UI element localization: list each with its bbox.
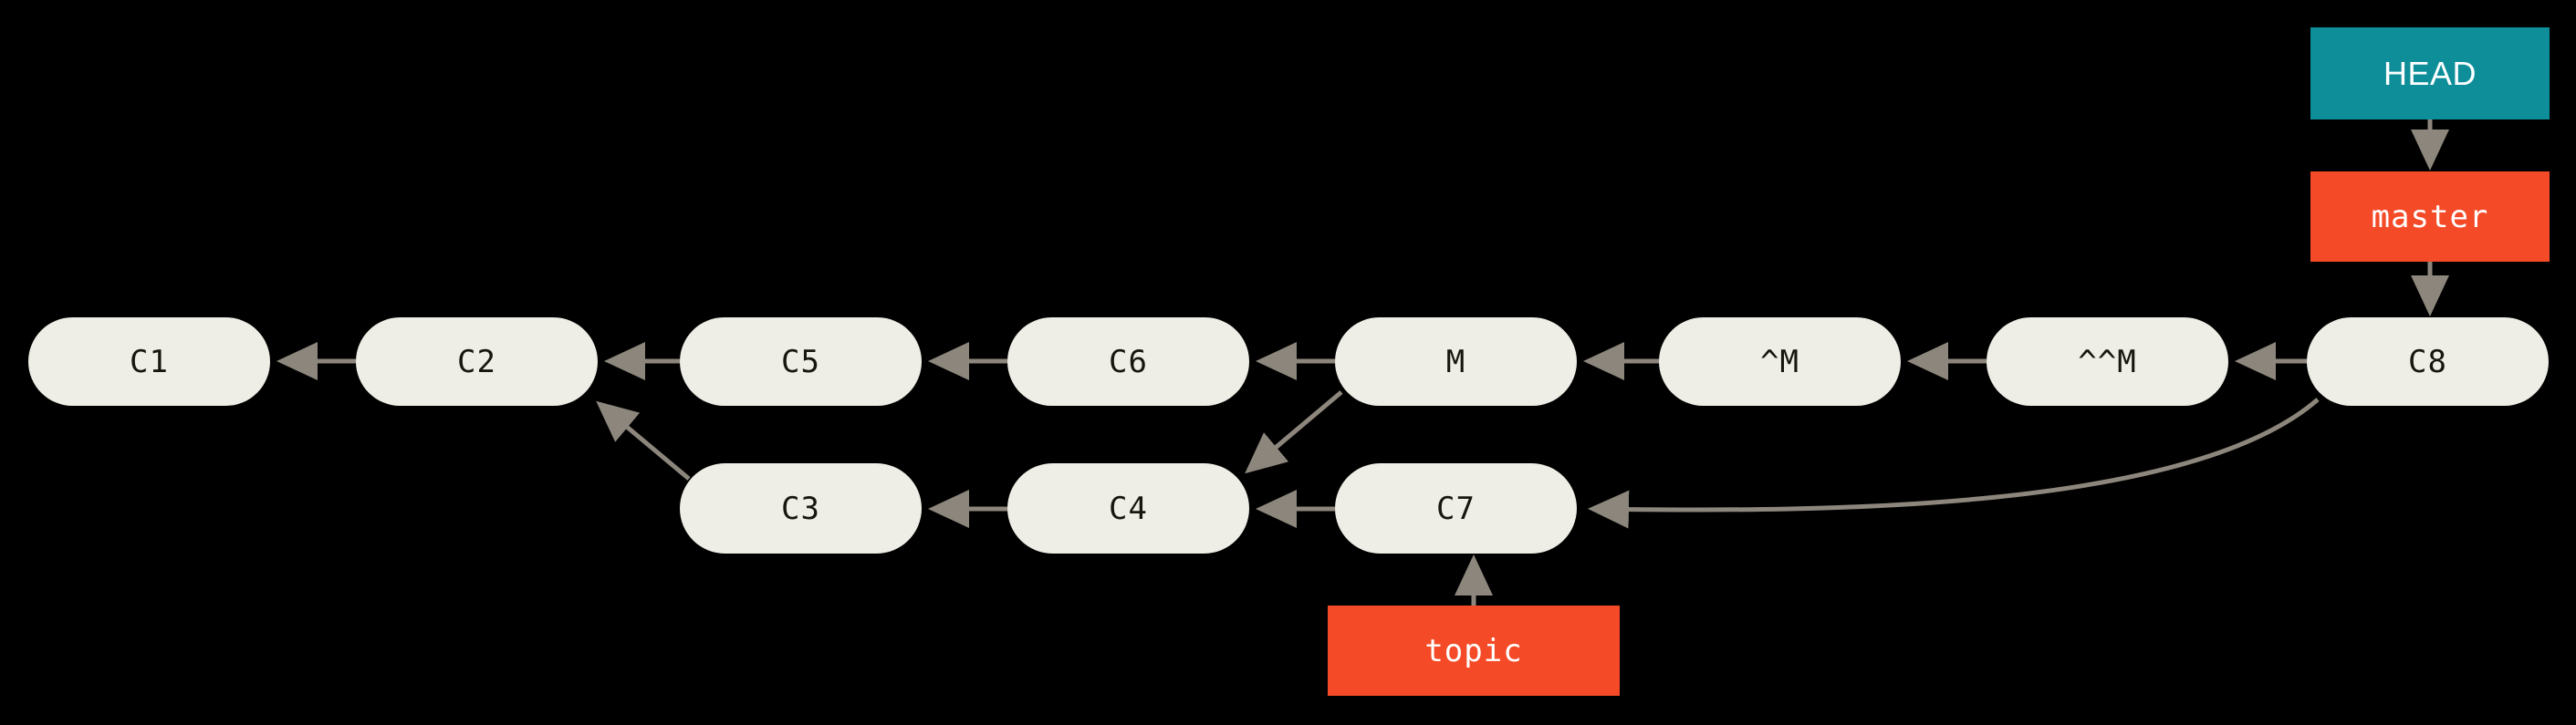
commit-node-m2[interactable]: ^^M [1987,317,2228,406]
commit-node-c6[interactable]: C6 [1007,317,1249,406]
edge-c3-to-c2 [596,400,691,481]
commit-node-c1[interactable]: C1 [28,317,270,406]
commit-node-c2[interactable]: C2 [356,317,598,406]
ref-label-topic[interactable]: topic [1328,606,1620,696]
commit-label: M [1445,343,1466,380]
ref-label-text: topic [1424,632,1523,669]
commit-node-c3[interactable]: C3 [680,463,922,554]
ref-label-master[interactable]: master [2310,171,2550,262]
commit-label: ^M [1760,343,1799,380]
commit-label: C4 [1109,490,1148,527]
commit-node-c7[interactable]: C7 [1335,463,1577,554]
edge-c8-to-c7 [1588,398,2320,529]
commit-node-c8[interactable]: C8 [2307,317,2549,406]
commit-label: C7 [1436,490,1476,527]
commit-node-m1[interactable]: ^M [1659,317,1901,406]
ref-label-text: HEAD [2383,54,2477,92]
commit-label: C2 [457,343,496,380]
commit-label: C6 [1109,343,1148,380]
commit-label: C5 [781,343,820,380]
commit-node-c5[interactable]: C5 [680,317,922,406]
commit-node-c4[interactable]: C4 [1007,463,1249,554]
commit-label: C1 [130,343,169,380]
commit-node-m[interactable]: M [1335,317,1577,406]
ref-label-text: master [2371,198,2489,235]
commit-label: ^^M [2078,343,2137,380]
ref-label-head[interactable]: HEAD [2310,27,2550,119]
edge-m-to-c4 [1245,390,1343,474]
commit-label: C8 [2408,343,2447,380]
commit-label: C3 [781,490,820,527]
